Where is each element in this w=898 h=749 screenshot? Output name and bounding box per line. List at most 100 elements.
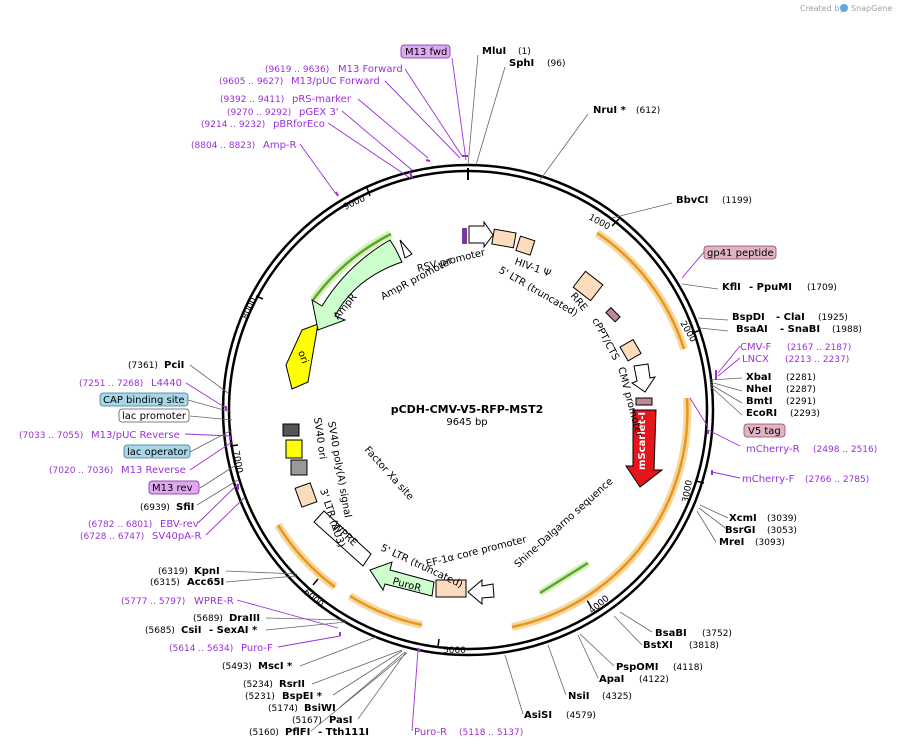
enzyme-draiii-pos: (5689) bbox=[193, 614, 223, 624]
rre-box[interactable] bbox=[572, 270, 604, 302]
rsv-promoter-arrow[interactable] bbox=[468, 220, 494, 249]
ef1a-arrow[interactable] bbox=[467, 578, 495, 606]
enzyme-bsiwi[interactable]: BsiWI bbox=[304, 703, 336, 714]
lac-promoter-box[interactable] bbox=[118, 408, 190, 423]
enzyme-pspomi[interactable]: PspOMI bbox=[616, 662, 658, 673]
enzyme-kfli[interactable]: KflI bbox=[722, 282, 741, 293]
enzyme-rsrii[interactable]: RsrII bbox=[279, 679, 305, 690]
enzyme-msci[interactable]: MscI * bbox=[258, 661, 293, 672]
ltr3-box[interactable] bbox=[294, 482, 318, 508]
primer-m13-reverse[interactable]: M13 Reverse bbox=[121, 465, 186, 476]
shine-dalgarno-label: Shine-Dalgarno sequence bbox=[513, 476, 616, 570]
m13-fwd-box[interactable] bbox=[400, 44, 451, 59]
gp41-box[interactable] bbox=[703, 245, 777, 260]
enzyme-mlui[interactable]: MluI bbox=[482, 46, 506, 57]
primer-puro-f[interactable]: Puro-F bbox=[241, 643, 273, 654]
primer-l4440[interactable]: L4440 bbox=[151, 378, 182, 389]
enzyme-bsabi[interactable]: BsaBI bbox=[655, 628, 687, 639]
primer-puro-r[interactable]: Puro-R bbox=[414, 727, 447, 738]
enzyme-csii[interactable]: CsiI bbox=[181, 625, 201, 636]
m13-rev-box[interactable] bbox=[148, 480, 200, 495]
enzyme-draiii[interactable]: DraIII bbox=[229, 613, 260, 624]
v5-tag-box[interactable] bbox=[635, 397, 653, 406]
ampr-promoter-arrow[interactable] bbox=[399, 239, 413, 259]
enzyme-nhei[interactable]: NheI bbox=[746, 384, 772, 395]
primer-mcherry-r[interactable]: mCherry-R bbox=[746, 444, 800, 455]
sv40-ori-box[interactable] bbox=[285, 439, 303, 459]
mscarlet-arrow[interactable] bbox=[625, 409, 664, 488]
enzyme-bsaai[interactable]: BsaAI bbox=[736, 324, 768, 335]
primer-ampr[interactable]: Amp-R bbox=[263, 140, 297, 151]
cap-box[interactable] bbox=[99, 392, 189, 407]
enzyme-xbai[interactable]: XbaI bbox=[746, 372, 771, 383]
enzyme-ecori[interactable]: EcoRI bbox=[746, 408, 777, 419]
enzyme-pflfi-pos: (5160) bbox=[249, 728, 279, 738]
enzyme-pcii[interactable]: PciI bbox=[164, 360, 184, 371]
primer-lncx[interactable]: LNCX bbox=[742, 354, 769, 365]
wpre-box[interactable] bbox=[313, 510, 372, 567]
enzyme-bstxi[interactable]: BstXI bbox=[643, 640, 673, 651]
primer-pgex3[interactable]: pGEX 3' bbox=[299, 107, 339, 118]
lac-cluster-box[interactable] bbox=[282, 423, 300, 437]
enzyme-tth111i[interactable]: - Tth111I bbox=[318, 727, 369, 738]
enzyme-clai[interactable]: - ClaI bbox=[776, 312, 805, 323]
primer-prs-marker[interactable]: pRS-marker bbox=[292, 94, 352, 105]
outer-orange-arc-1[interactable] bbox=[596, 231, 686, 350]
primer-m13puc-forward[interactable]: M13/pUC Forward bbox=[291, 76, 380, 87]
enzyme-sexai[interactable]: - SexAI * bbox=[209, 625, 258, 636]
puror-arrow[interactable] bbox=[369, 561, 435, 597]
enzyme-bbvci[interactable]: BbvCI bbox=[676, 195, 708, 206]
enzyme-pasi[interactable]: PasI bbox=[329, 715, 352, 726]
enzyme-asisi[interactable]: AsiSI bbox=[524, 710, 552, 721]
primer-mcherry-f[interactable]: mCherry-F bbox=[742, 474, 795, 485]
v5-tag-label-box[interactable] bbox=[743, 423, 786, 438]
brand-text[interactable]: SnapGene bbox=[851, 4, 892, 13]
primer-pbrforeco[interactable]: pBRforEco bbox=[273, 119, 325, 130]
outer-orange-arc-2[interactable] bbox=[511, 397, 689, 629]
cppt-cts-box[interactable] bbox=[619, 338, 642, 362]
plasmid-name: pCDH-CMV-V5-RFP-MST2 bbox=[391, 403, 544, 416]
primer-cmv-f[interactable]: CMV-F bbox=[740, 342, 771, 353]
tick-3000 bbox=[695, 480, 705, 484]
enzyme-sphi[interactable]: SphI bbox=[509, 58, 534, 69]
primer-sv40pa-r[interactable]: SV40pA-R bbox=[152, 531, 201, 542]
enzyme-bmti[interactable]: BmtI bbox=[746, 396, 773, 407]
enzyme-nsii[interactable]: NsiI bbox=[568, 691, 589, 702]
enzyme-sfii[interactable]: SfiI bbox=[176, 502, 194, 513]
hiv-psi-box[interactable] bbox=[491, 228, 517, 249]
primer-m13-forward-pos: (9619 .. 9636) bbox=[265, 65, 329, 75]
enzyme-xcmi[interactable]: XcmI bbox=[729, 513, 757, 524]
enzyme-bspei[interactable]: BspEI * bbox=[282, 691, 323, 702]
cmv-promoter-arrow[interactable] bbox=[630, 363, 657, 393]
enzyme-acc65i[interactable]: Acc65I bbox=[187, 577, 224, 588]
ori-arrow[interactable] bbox=[285, 323, 319, 390]
ltr5-box[interactable] bbox=[515, 235, 536, 256]
enzyme-apai[interactable]: ApaI bbox=[599, 674, 624, 685]
cppt-box[interactable] bbox=[605, 306, 621, 323]
enzyme-bsaai-pos: (1988) bbox=[832, 325, 862, 335]
ltr5-truncated-box[interactable] bbox=[435, 579, 467, 598]
enzyme-kpni[interactable]: KpnI bbox=[194, 566, 220, 577]
rsv-promoter-marker[interactable] bbox=[462, 228, 467, 244]
sv40-polya-box[interactable] bbox=[290, 459, 308, 476]
ampr-arrow[interactable] bbox=[311, 239, 403, 331]
primer-wpre-r[interactable]: WPRE-R bbox=[194, 596, 234, 607]
enzyme-mrei[interactable]: MreI bbox=[719, 537, 744, 548]
inner-green-arc[interactable] bbox=[539, 561, 589, 595]
primer-ebv-rev[interactable]: EBV-rev bbox=[160, 519, 199, 530]
enzyme-nrui[interactable]: NruI * bbox=[593, 105, 627, 116]
enzyme-pflfi[interactable]: PflFI bbox=[285, 727, 310, 738]
enzyme-bsrgi[interactable]: BsrGI bbox=[725, 525, 755, 536]
primer-m13-forward[interactable]: M13 Forward bbox=[338, 64, 403, 75]
outer-green-arc[interactable] bbox=[311, 232, 392, 301]
enzyme-pcii-pos: (7361) bbox=[128, 361, 158, 371]
outer-orange-arc-4[interactable] bbox=[276, 524, 336, 589]
enzyme-ppumi[interactable]: - PpuMI bbox=[749, 282, 792, 293]
enzyme-snabi[interactable]: - SnaBI bbox=[780, 324, 820, 335]
lac-operator-box[interactable] bbox=[123, 444, 191, 459]
enzyme-bspdi[interactable]: BspDI bbox=[732, 312, 765, 323]
outer-orange-arc-3[interactable] bbox=[349, 594, 423, 627]
primer-m13puc-reverse[interactable]: M13/pUC Reverse bbox=[91, 430, 180, 441]
